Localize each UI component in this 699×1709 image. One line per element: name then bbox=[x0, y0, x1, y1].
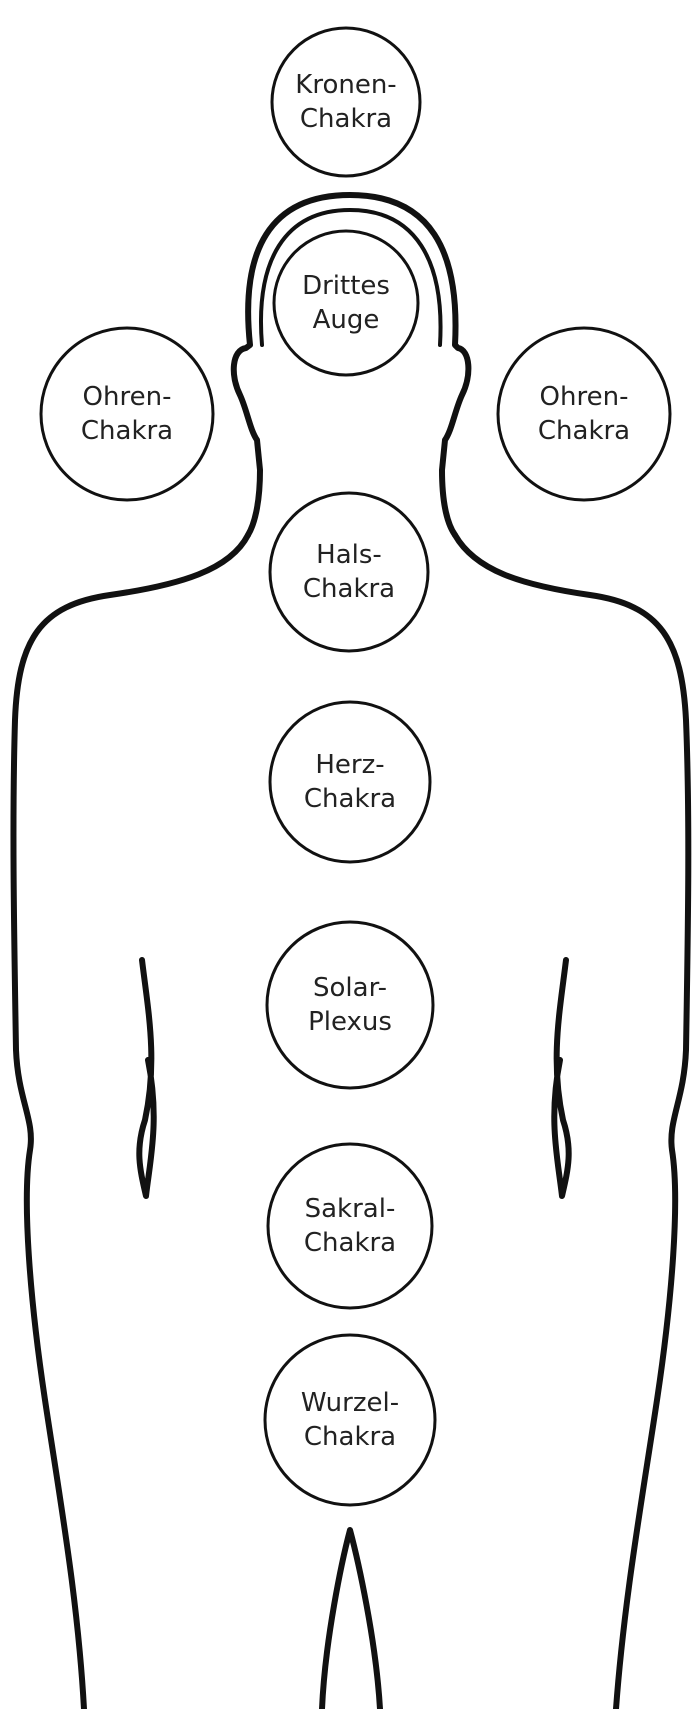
sakral-chakra-label: Sakral- Chakra bbox=[275, 1192, 425, 1260]
label-line: Herz- bbox=[275, 748, 425, 782]
label-line: Auge bbox=[271, 303, 421, 337]
label-line: Chakra bbox=[275, 782, 425, 816]
label-line: Kronen- bbox=[271, 68, 421, 102]
kronen-chakra-label: Kronen- Chakra bbox=[271, 68, 421, 136]
ohren-chakra-left-label: Ohren- Chakra bbox=[52, 380, 202, 448]
label-line: Chakra bbox=[509, 414, 659, 448]
hals-chakra-label: Hals- Chakra bbox=[274, 538, 424, 606]
label-line: Drittes bbox=[271, 269, 421, 303]
ohren-chakra-right-label: Ohren- Chakra bbox=[509, 380, 659, 448]
label-line: Wurzel- bbox=[275, 1386, 425, 1420]
label-line: Chakra bbox=[274, 572, 424, 606]
solar-plexus-label: Solar- Plexus bbox=[275, 971, 425, 1039]
label-line: Ohren- bbox=[52, 380, 202, 414]
label-line: Chakra bbox=[275, 1420, 425, 1454]
label-line: Chakra bbox=[271, 102, 421, 136]
label-line: Plexus bbox=[275, 1005, 425, 1039]
label-line: Ohren- bbox=[509, 380, 659, 414]
label-line: Sakral- bbox=[275, 1192, 425, 1226]
wurzel-chakra-label: Wurzel- Chakra bbox=[275, 1386, 425, 1454]
herz-chakra-label: Herz- Chakra bbox=[275, 748, 425, 816]
label-line: Hals- bbox=[274, 538, 424, 572]
label-line: Chakra bbox=[52, 414, 202, 448]
drittes-auge-label: Drittes Auge bbox=[271, 269, 421, 337]
label-line: Chakra bbox=[275, 1226, 425, 1260]
label-line: Solar- bbox=[275, 971, 425, 1005]
